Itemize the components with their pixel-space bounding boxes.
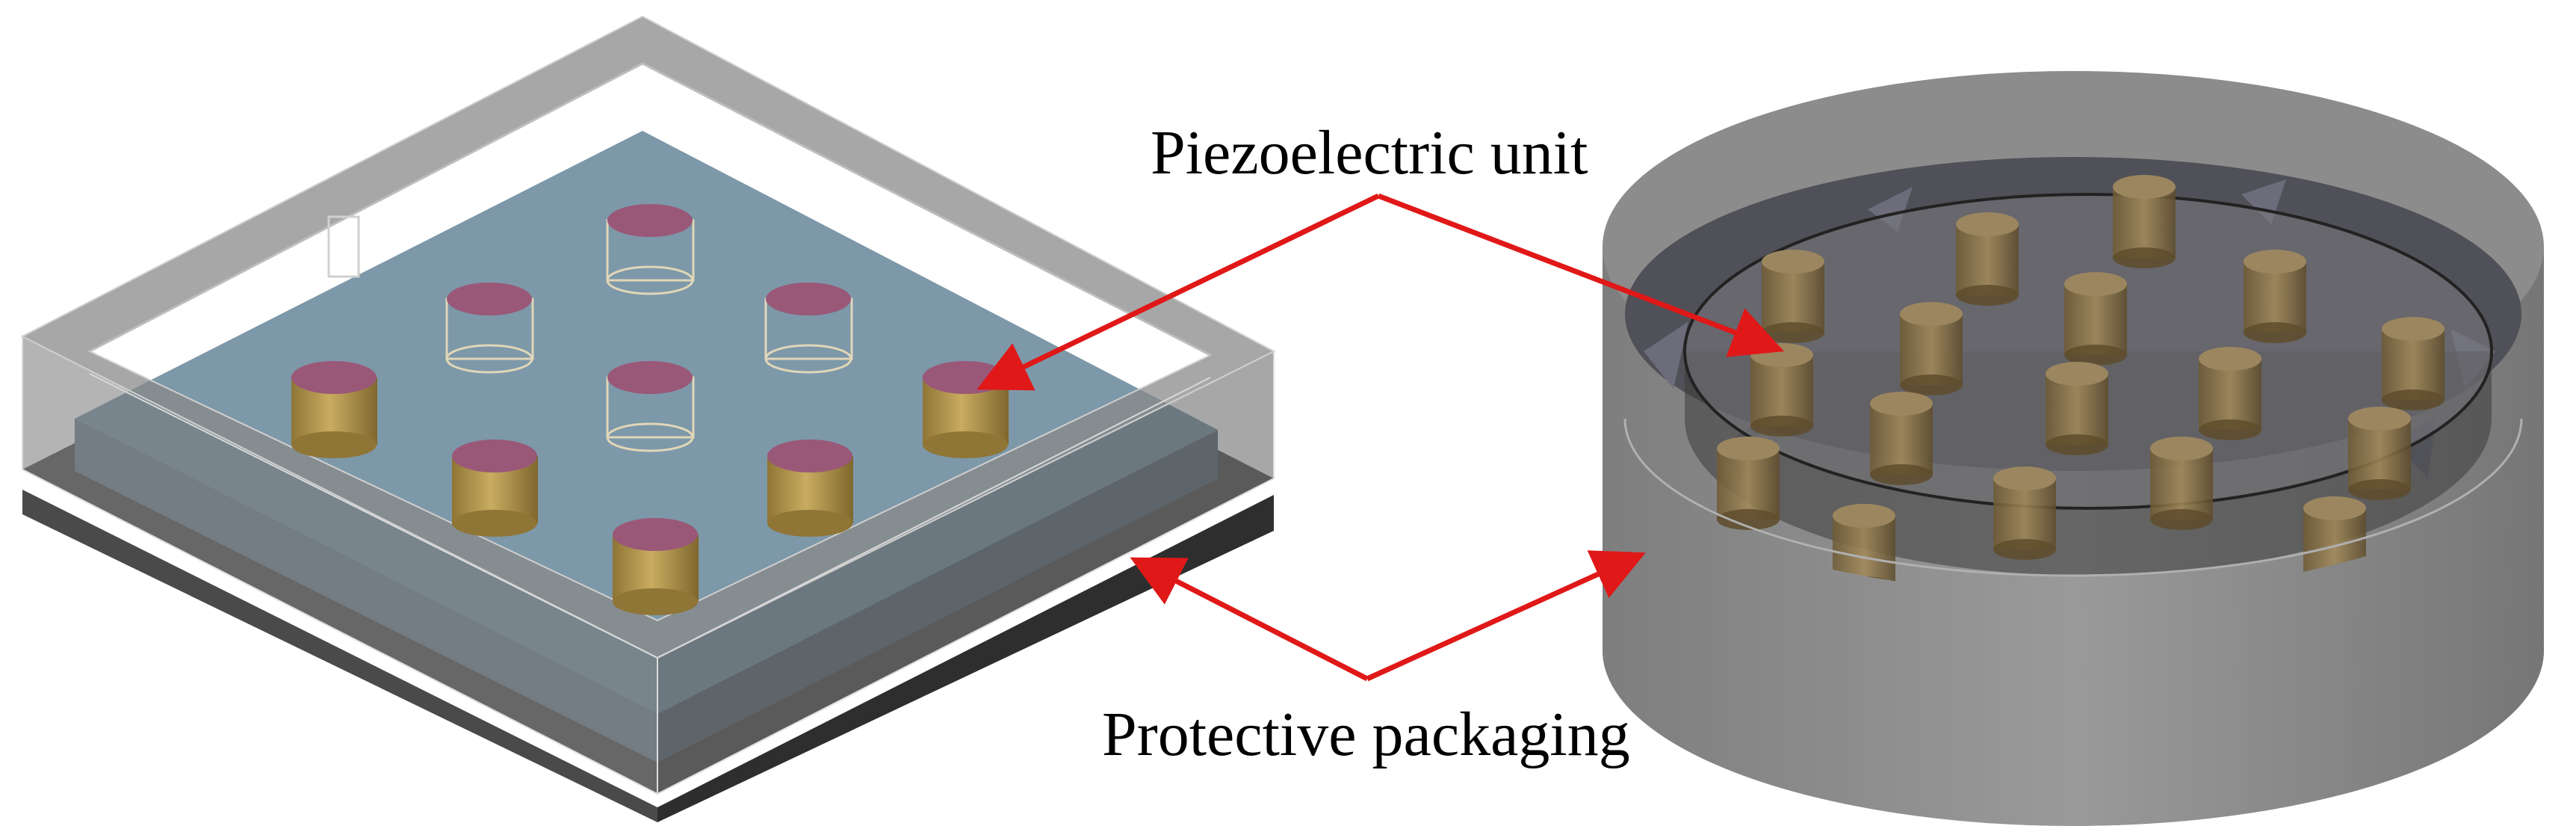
arrow-piezo-right xyxy=(1377,193,1785,357)
arrow-packaging-left xyxy=(1130,557,1369,682)
square-device xyxy=(20,15,1276,822)
square-base-right-face xyxy=(657,495,1274,822)
piezo-unit xyxy=(923,361,1009,458)
piezo-unit xyxy=(2348,407,2411,500)
square-inner-edge-lower xyxy=(89,373,1211,659)
piezo-unit xyxy=(2113,175,2176,268)
label-protective-packaging: Protective packaging xyxy=(1102,700,1630,769)
square-base-left-face xyxy=(22,490,657,822)
piezo-unit xyxy=(2199,347,2261,440)
arrow-piezo-left xyxy=(976,193,1380,391)
annotation-arrows xyxy=(976,193,1785,682)
arrow-packaging-right xyxy=(1366,550,1646,682)
piezo-unit xyxy=(2046,362,2108,455)
piezo-unit xyxy=(613,518,699,615)
piezo-unit xyxy=(764,283,853,374)
piezo-unit xyxy=(1762,250,1824,343)
piezo-unit xyxy=(2382,317,2445,410)
piezo-unit xyxy=(2150,437,2213,530)
square-cylinders xyxy=(291,204,1009,615)
label-piezoelectric-unit: Piezoelectric unit xyxy=(1151,118,1588,188)
piezo-unit xyxy=(1870,392,1933,485)
piezo-unit xyxy=(1717,437,1780,530)
round-outer-lip xyxy=(1603,419,2544,826)
round-device xyxy=(1603,71,2544,826)
square-inner-edge xyxy=(89,62,1211,357)
piezo-unit xyxy=(1900,302,1963,395)
piezo-unit xyxy=(606,361,695,452)
piezo-unit xyxy=(2244,250,2306,343)
round-inner-rim-line xyxy=(1623,418,2523,577)
piezo-unit xyxy=(1956,212,2019,306)
piezo-unit xyxy=(606,204,695,295)
piezo-unit xyxy=(291,361,377,458)
piezo-unit xyxy=(767,440,853,537)
square-mount xyxy=(327,215,360,278)
piezo-unit xyxy=(1750,343,1813,437)
piezo-unit xyxy=(2064,272,2127,366)
piezo-unit xyxy=(452,440,538,537)
piezo-unit xyxy=(445,283,534,374)
piezo-unit xyxy=(1993,466,2056,560)
